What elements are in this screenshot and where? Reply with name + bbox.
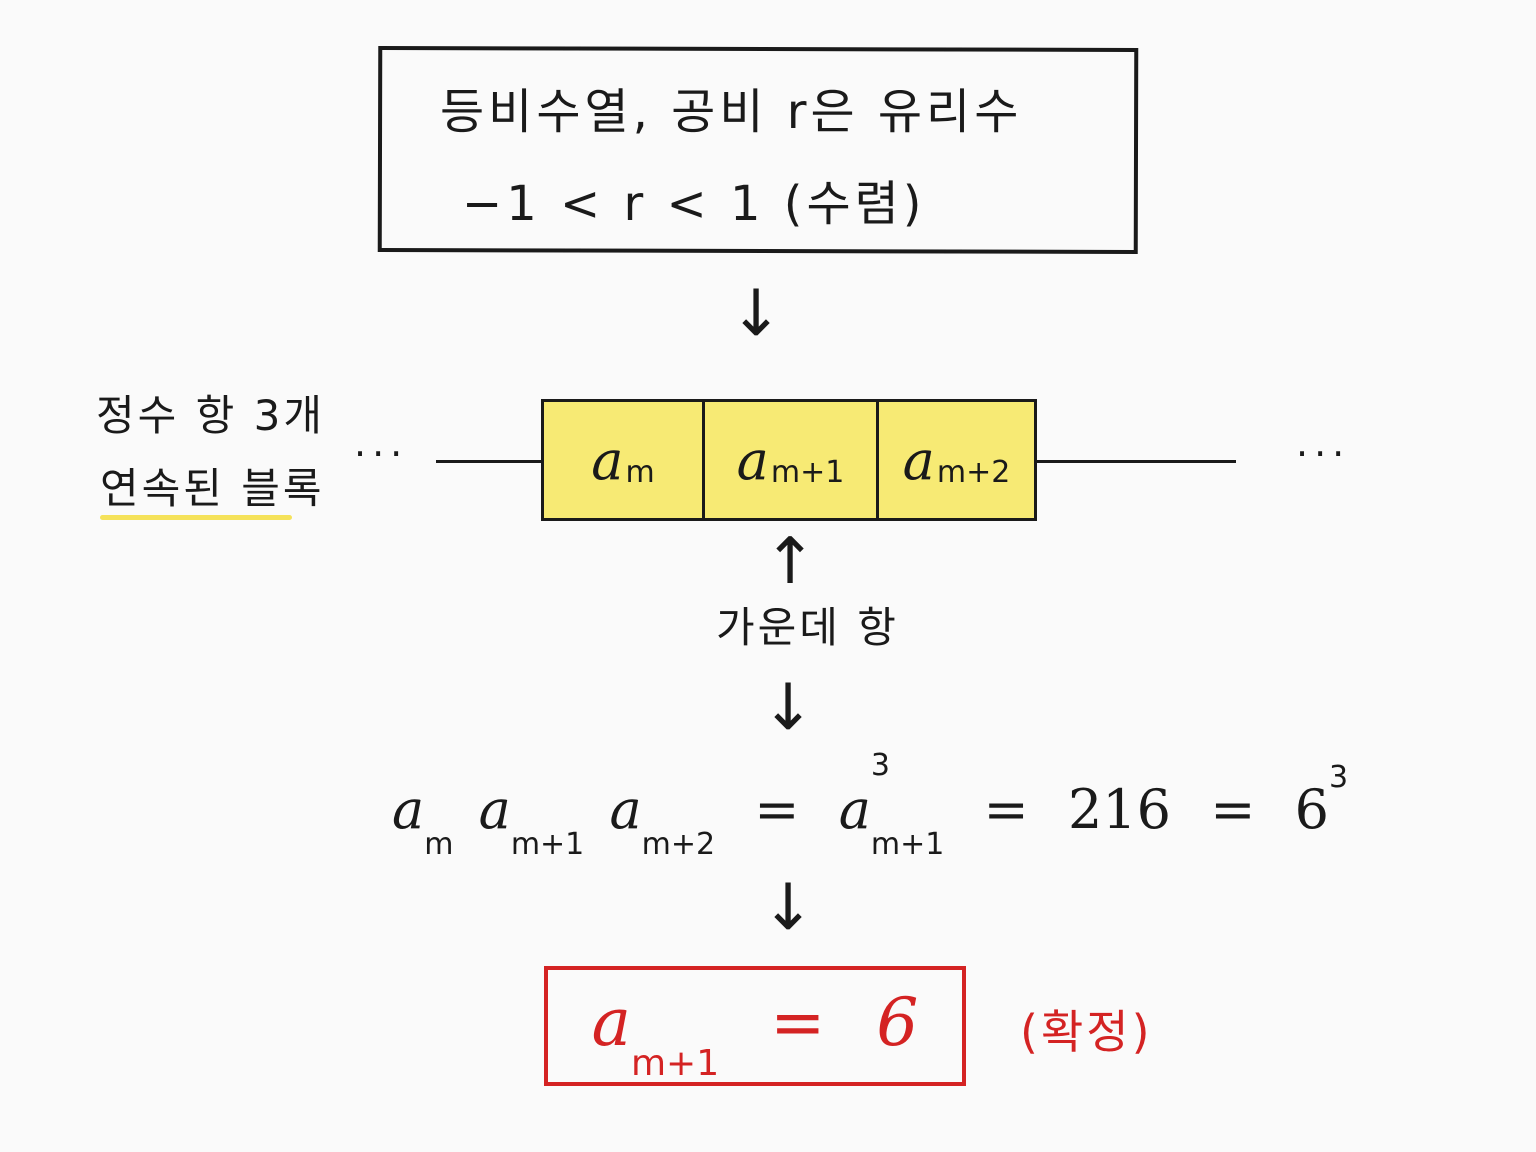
result-box: am+1 = 6 [544,966,966,1086]
side-label-line-2: 연속된 블록 [100,464,325,513]
ellipsis-left: ··· [354,432,409,476]
up-arrow-icon: ↑ [763,525,817,599]
track-line-right [1036,460,1236,463]
confirmed-note: (확정) [1020,1005,1153,1059]
ellipsis-right: ··· [1296,432,1351,476]
result-equation: am+1 = 6 [591,983,919,1085]
premise-line-2: −1 < r < 1 (수렴) [462,176,926,232]
down-arrow-icon: ↓ [761,871,815,945]
premise-line-1: 등비수열, 공비 r은 유리수 [440,84,1023,140]
middle-term-label: 가운데 항 [716,603,899,652]
highlight-underline [100,515,292,520]
down-arrow-icon: ↓ [761,671,815,745]
side-label-line-1: 정수 항 3개 [96,391,325,440]
track-line-left [436,460,542,463]
down-arrow-icon: ↓ [729,277,783,351]
